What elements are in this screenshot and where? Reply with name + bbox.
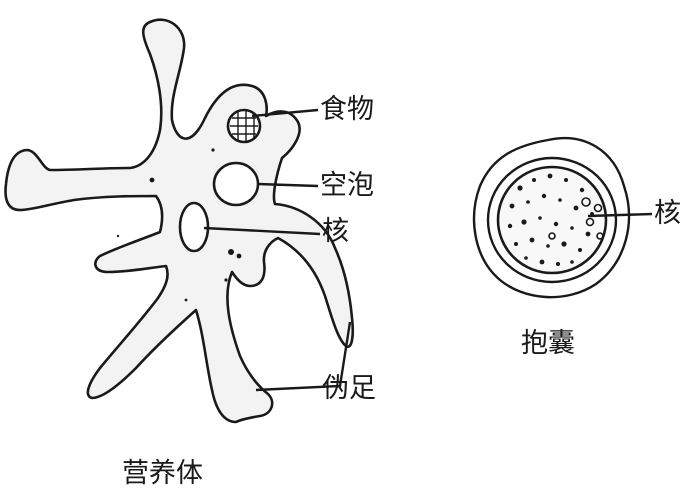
- cyst-cytoplasm: [496, 165, 608, 275]
- caption-trophozoite: 营养体: [122, 458, 203, 489]
- trophozoite-leader-lines: [203, 108, 352, 392]
- food-leader: [251, 108, 319, 118]
- caption-cyst: 抱囊: [521, 328, 575, 359]
- cytoplasm-granules: [116, 148, 242, 302]
- label-cyst-nucleus: 核: [654, 198, 681, 229]
- nucleus-leader: [203, 226, 321, 236]
- cyst-granules: [507, 173, 594, 266]
- label-vacuole: 空泡: [320, 170, 374, 201]
- food-vacuole: [226, 108, 262, 144]
- cyst-nucleus-leader: [587, 212, 653, 218]
- label-nucleus: 核: [322, 216, 349, 247]
- label-pseudopod: 伪足: [322, 373, 376, 404]
- contractile-vacuole: [212, 161, 260, 207]
- cyst: [472, 136, 653, 299]
- trophozoite-nucleus: [178, 201, 210, 253]
- pseudopod-leader: [255, 321, 352, 392]
- label-food: 食物: [320, 94, 374, 125]
- cyst-nuclei: [548, 197, 604, 240]
- vacuole-leader: [257, 182, 319, 188]
